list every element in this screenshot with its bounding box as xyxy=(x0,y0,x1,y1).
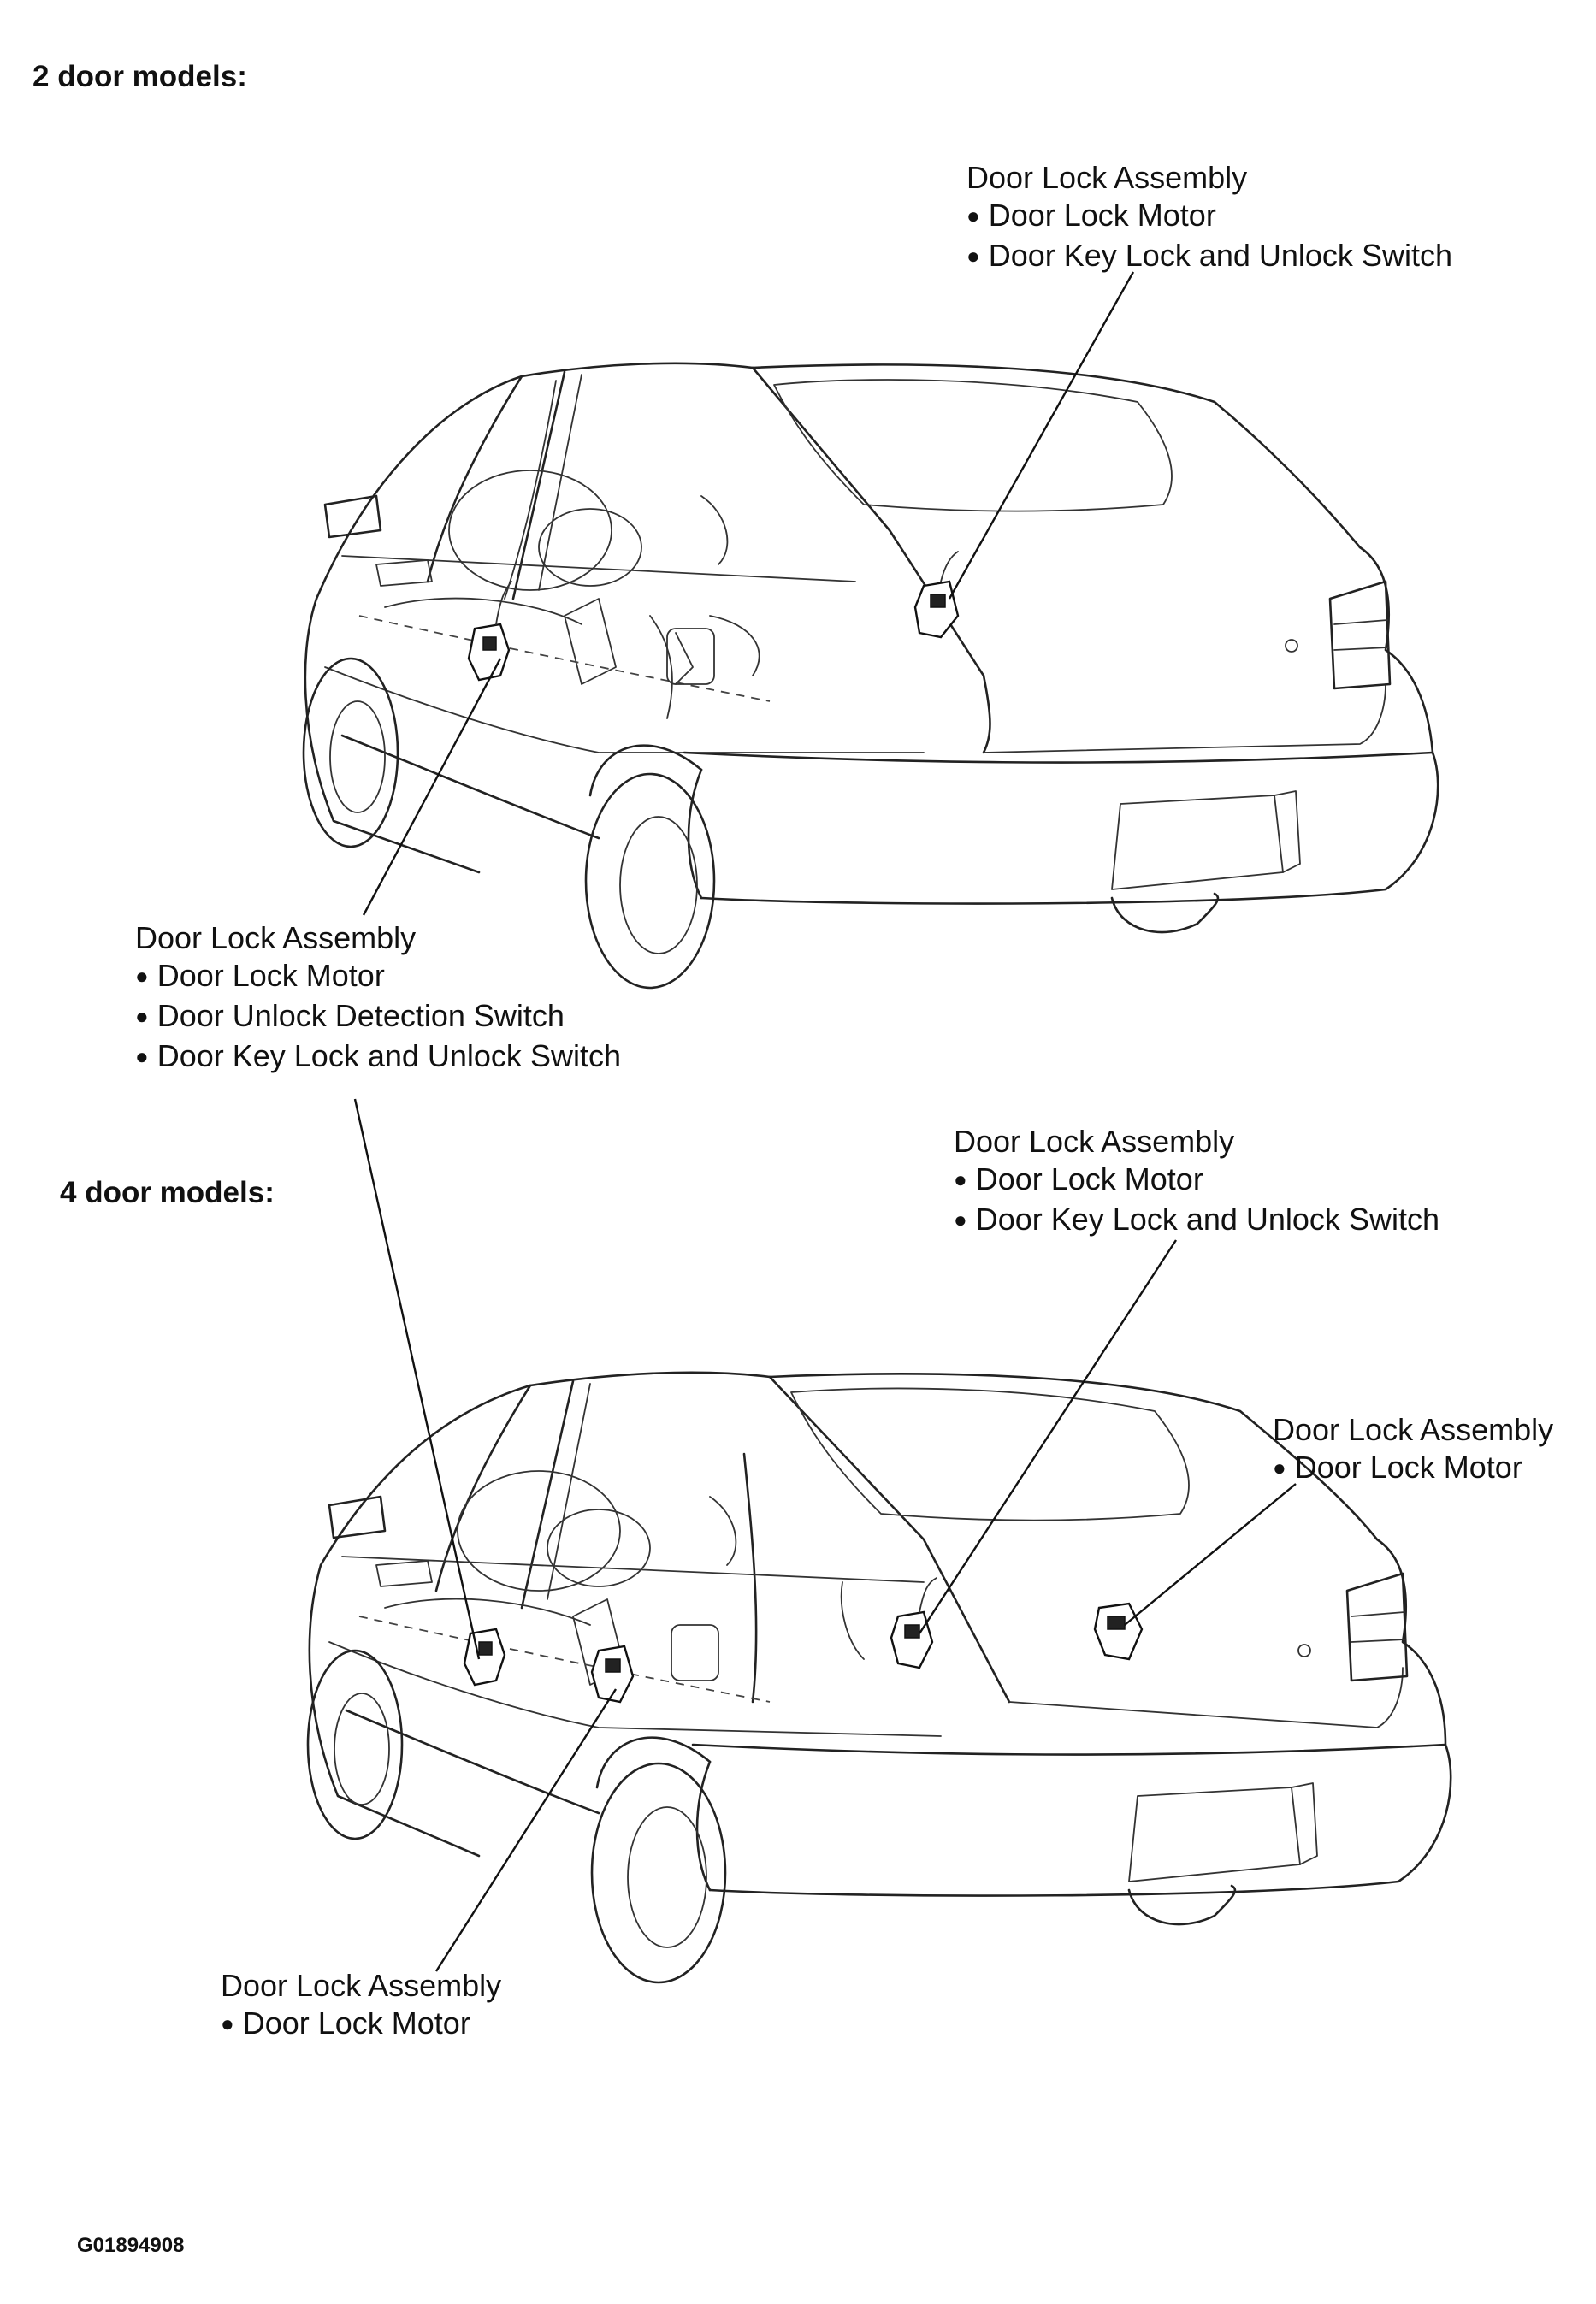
leader-lines xyxy=(353,271,1297,1972)
figure-code: G01894908 xyxy=(77,2234,185,2257)
callout-title: Door Lock Assembly xyxy=(966,160,1248,195)
callout-item: Door Lock Motor xyxy=(1273,1449,1553,1489)
callout-bottom-left: Door Lock Assembly Door Lock Motor xyxy=(221,1967,501,2045)
callout-item: Door Key Lock and Unlock Switch xyxy=(966,237,1452,277)
car-illustration-4-door xyxy=(306,1371,1452,1984)
callout-title: Door Lock Assembly xyxy=(954,1124,1235,1159)
callout-title: Door Lock Assembly xyxy=(1273,1412,1554,1447)
callout-top-left: Door Lock Assembly Door Lock Motor Door … xyxy=(135,919,621,1078)
callout-item: Door Key Lock and Unlock Switch xyxy=(135,1037,621,1078)
callout-item: Door Lock Motor xyxy=(954,1161,1439,1201)
heading-2-door-models: 2 door models: xyxy=(33,60,247,93)
callout-title: Door Lock Assembly xyxy=(135,920,417,955)
callout-bottom-right: Door Lock Assembly Door Lock Motor xyxy=(1273,1411,1553,1489)
callout-item: Door Lock Motor xyxy=(135,957,621,997)
heading-4-door-models: 4 door models: xyxy=(60,1176,275,1209)
callout-title: Door Lock Assembly xyxy=(221,1968,502,2003)
callout-bottom-center: Door Lock Assembly Door Lock Motor Door … xyxy=(954,1123,1439,1241)
callout-item: Door Lock Motor xyxy=(966,197,1452,237)
callout-item: Door Lock Motor xyxy=(221,2005,501,2045)
car-illustration-2-door xyxy=(302,362,1439,990)
callout-item: Door Unlock Detection Switch xyxy=(135,997,621,1037)
callout-top-right: Door Lock Assembly Door Lock Motor Door … xyxy=(966,159,1452,277)
callout-item: Door Key Lock and Unlock Switch xyxy=(954,1201,1439,1241)
